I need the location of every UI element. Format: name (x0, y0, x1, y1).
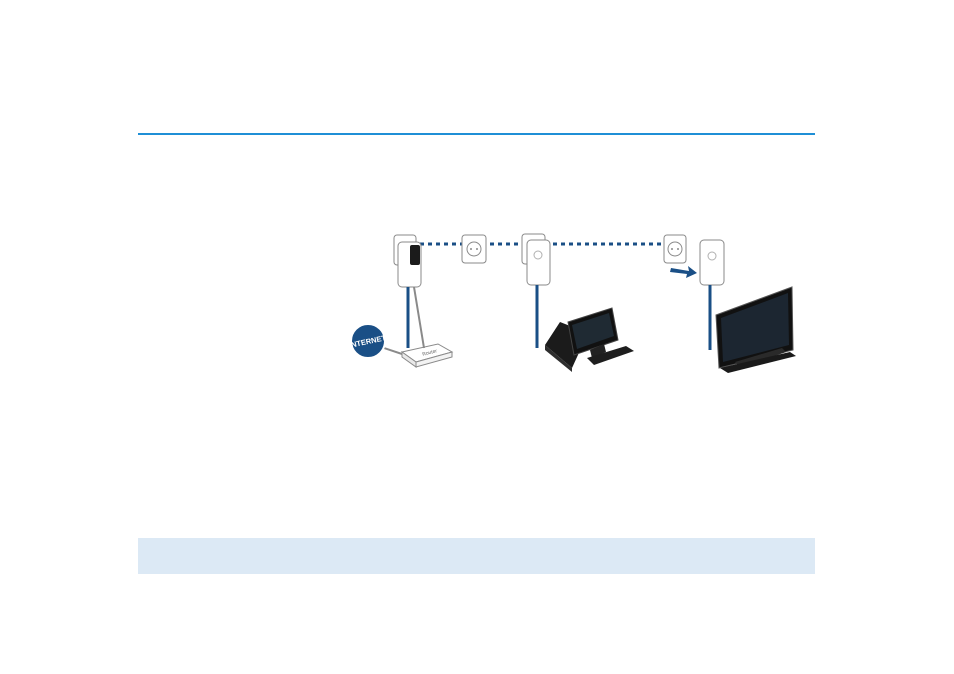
router-label: Router (422, 348, 438, 358)
globe-icon: INTERNET (348, 323, 409, 359)
powerline-adapter-1 (393, 234, 425, 349)
computer-icon (545, 307, 619, 372)
router-icon: Router (400, 343, 454, 368)
header-rule (138, 133, 815, 135)
powerline-adapter-3 (699, 239, 725, 350)
keyboard-icon (587, 346, 634, 365)
plug-arrow-icon (670, 266, 697, 278)
wall-socket-icon (663, 234, 687, 264)
note-bar (138, 538, 815, 574)
powerline-adapter-2 (521, 233, 551, 348)
tv-icon (715, 286, 796, 373)
wall-socket-icon (461, 234, 487, 264)
